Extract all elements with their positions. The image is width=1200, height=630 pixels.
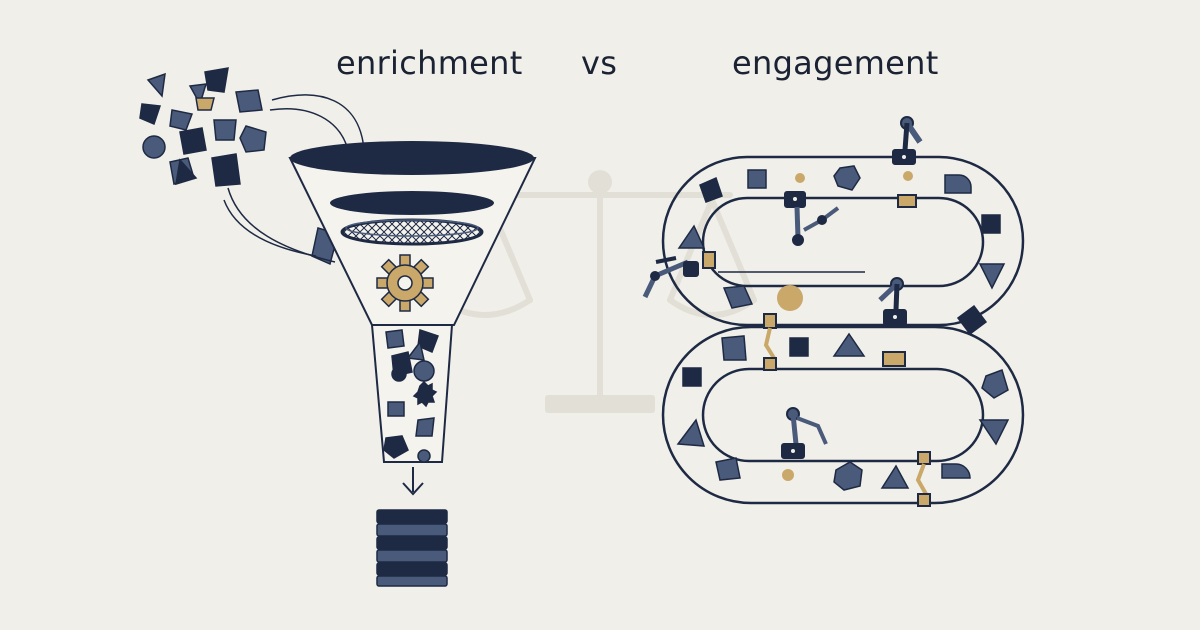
mesh-sieve-icon [340, 218, 484, 246]
scrap-shapes [139, 67, 339, 266]
down-arrow-icon [402, 467, 424, 496]
balance-scale-icon [437, 170, 757, 413]
curved-arrow [223, 94, 373, 263]
conveyor-items [676, 165, 1010, 491]
enrichment-label: enrichment [336, 44, 523, 82]
gear-icon [376, 254, 434, 312]
conveyor-loop [661, 155, 1025, 505]
funnel [288, 141, 537, 463]
vs-label: vs [581, 44, 618, 82]
engagement-label: engagement [732, 44, 939, 82]
robot-arm-icon [642, 116, 931, 507]
stacked-layers-icon [376, 509, 448, 587]
refined-shapes [383, 328, 439, 463]
